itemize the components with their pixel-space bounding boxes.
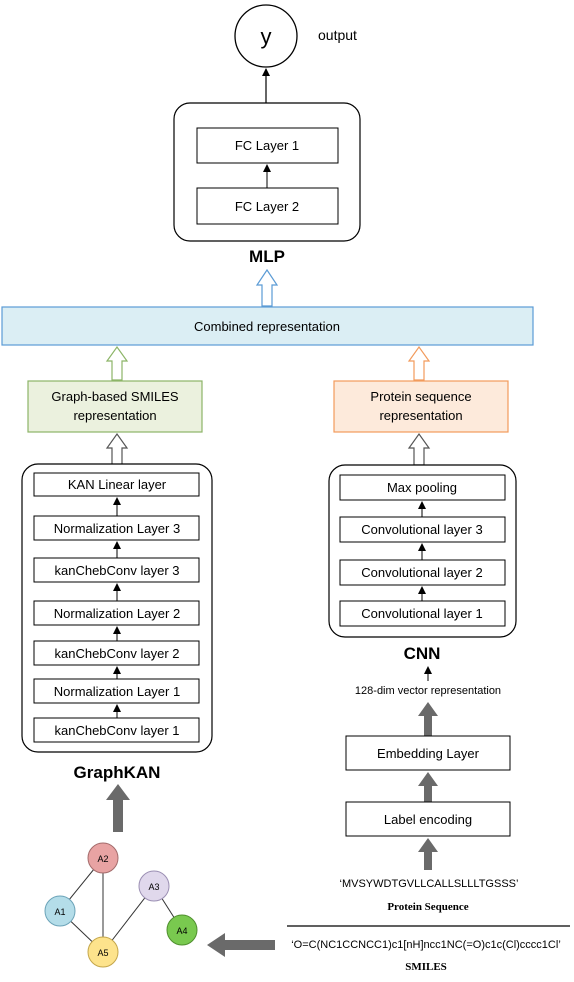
graph-node-a1 [44,895,76,927]
protein-representation-box [333,380,509,433]
fc-layer-2-label: FC Layer 2 [235,199,299,214]
graphkan-layer-label: kanChebConv layer 3 [54,563,179,578]
smiles-representation-box [27,380,203,433]
graphkan-to-smiles-arrow [105,432,129,466]
cnn-layer-label: Max pooling [387,480,457,495]
protein-representation-line1: Protein sequence [370,389,471,404]
protein-sequence-caption: Protein Sequence [387,901,468,913]
graphkan-layer-box [33,678,200,704]
combined-to-mlp-arrow [255,268,279,307]
cnn-layer-label: Convolutional layer 1 [361,606,482,621]
cnn-to-protein-arrow [407,432,431,466]
vector-representation-label: 128-dim vector representation [355,685,501,697]
embedding-layer-label: Embedding Layer [377,746,480,761]
graph-node-a4-label: A4 [176,926,187,936]
graphkan-layer-label: Normalization Layer 1 [54,684,180,699]
protein-sequence-value: ‘MVSYWDTGVLLCALLSLLLTGSSS’ [340,878,519,890]
graph-node-a4 [166,914,198,946]
mlp-title: MLP [249,247,285,266]
graphkan-layer-box [33,515,200,541]
label-to-embedding-arrow [418,772,438,802]
embedding-layer-box [345,735,511,771]
smiles-value: ‘O=C(NC1CCNCC1)c1[nH]ncc1NC(=O)c1c(Cl)cc… [291,939,561,951]
graphkan-layer-box [33,600,200,626]
graphkan-layer-box [33,640,200,666]
graphkan-layer-label: kanChebConv layer 2 [54,646,179,661]
embedding-to-vector-arrow [418,702,438,736]
graph-node-a2 [87,842,119,874]
graph-to-graphkan-arrow [106,784,130,832]
graphkan-layer-label: kanChebConv layer 1 [54,723,179,738]
cnn-layer-box [339,516,506,543]
output-node-label: y [261,24,272,49]
graphkan-layer-label: Normalization Layer 2 [54,606,180,621]
graphkan-layer-label: KAN Linear layer [68,477,167,492]
graph-node-a2-label: A2 [97,854,108,864]
fc-layer-1-label: FC Layer 1 [235,138,299,153]
label-encoding-box [345,801,511,837]
protein-representation-line2: representation [379,408,462,423]
cnn-layers: Max pooling Convolutional layer 3 Convol… [339,474,506,627]
combined-representation-box [1,306,534,346]
cnn-layer-label: Convolutional layer 3 [361,522,482,537]
cnn-title: CNN [404,644,441,663]
output-label: output [318,27,357,43]
sequence-to-label-arrow [418,838,438,870]
smiles-representation-line1: Graph-based SMILES [51,389,179,404]
combined-representation-label: Combined representation [194,319,340,334]
fc-layer-2-box [196,187,339,225]
graph-node-a3-label: A3 [148,882,159,892]
cnn-layer-box [339,600,506,627]
graph-node-a5-label: A5 [97,948,108,958]
graph-node-a5 [87,936,119,968]
graph-node-a1-label: A1 [54,907,65,917]
smiles-to-combined-arrow [105,345,129,381]
cnn-layer-box [339,474,506,501]
graphkan-layer-label: Normalization Layer 3 [54,521,180,536]
cnn-layer-label: Convolutional layer 2 [361,565,482,580]
label-encoding-label: Label encoding [384,812,472,827]
graph-node-a3 [138,870,170,902]
cnn-layer-box [339,559,506,586]
output-node [234,4,298,68]
graphkan-layer-box [33,557,200,583]
smiles-caption: SMILES [405,961,447,973]
graphkan-title: GraphKAN [74,763,161,782]
graphkan-layer-box [33,472,200,497]
smiles-representation-line2: representation [73,408,156,423]
graphkan-layers: KAN Linear layer Normalization Layer 3 k… [33,472,200,743]
protein-to-combined-arrow [407,345,431,381]
molecular-graph: A2 A1 A3 A4 A5 [44,842,198,968]
graphkan-layer-box [33,717,200,743]
smiles-to-graph-arrow [207,933,275,957]
fc-layer-1-box [196,127,339,164]
